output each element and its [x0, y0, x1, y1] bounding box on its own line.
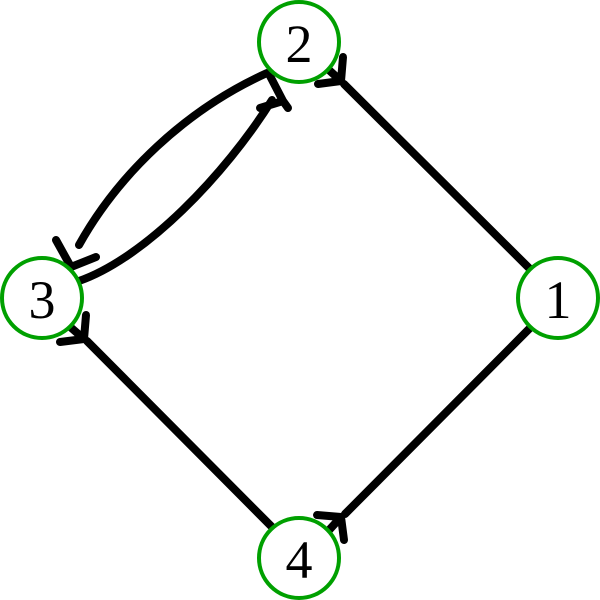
edge-curve-2-3: [75, 69, 271, 249]
edge-3-to-2[interactable]: [75, 70, 292, 285]
edge-1-to-4[interactable]: [313, 323, 535, 544]
node-2[interactable]: 2: [257, 0, 341, 84]
node-circle-1[interactable]: [516, 256, 600, 340]
node-label-4: 4: [286, 530, 313, 590]
edge-2-to-3[interactable]: [52, 69, 271, 276]
edge-line-4-3: [83, 337, 276, 531]
node-circle-3[interactable]: [0, 256, 84, 340]
node-label-1: 1: [545, 270, 572, 330]
node-4[interactable]: 4: [257, 516, 341, 600]
edge-line-1-4: [341, 323, 535, 518]
node-3[interactable]: 3: [0, 256, 84, 340]
edges-layer: [52, 53, 535, 544]
node-1[interactable]: 1: [516, 256, 600, 340]
node-label-2: 2: [286, 14, 313, 74]
edge-line-1-2: [340, 80, 535, 274]
edge-4-to-3[interactable]: [56, 311, 276, 531]
edge-curve-3-2: [75, 96, 276, 285]
node-circle-2[interactable]: [257, 0, 341, 84]
edge-1-to-2[interactable]: [314, 53, 535, 274]
arrowhead-icon-3-2: [256, 70, 292, 112]
node-label-3: 3: [29, 270, 56, 330]
node-circle-4[interactable]: [257, 516, 341, 600]
